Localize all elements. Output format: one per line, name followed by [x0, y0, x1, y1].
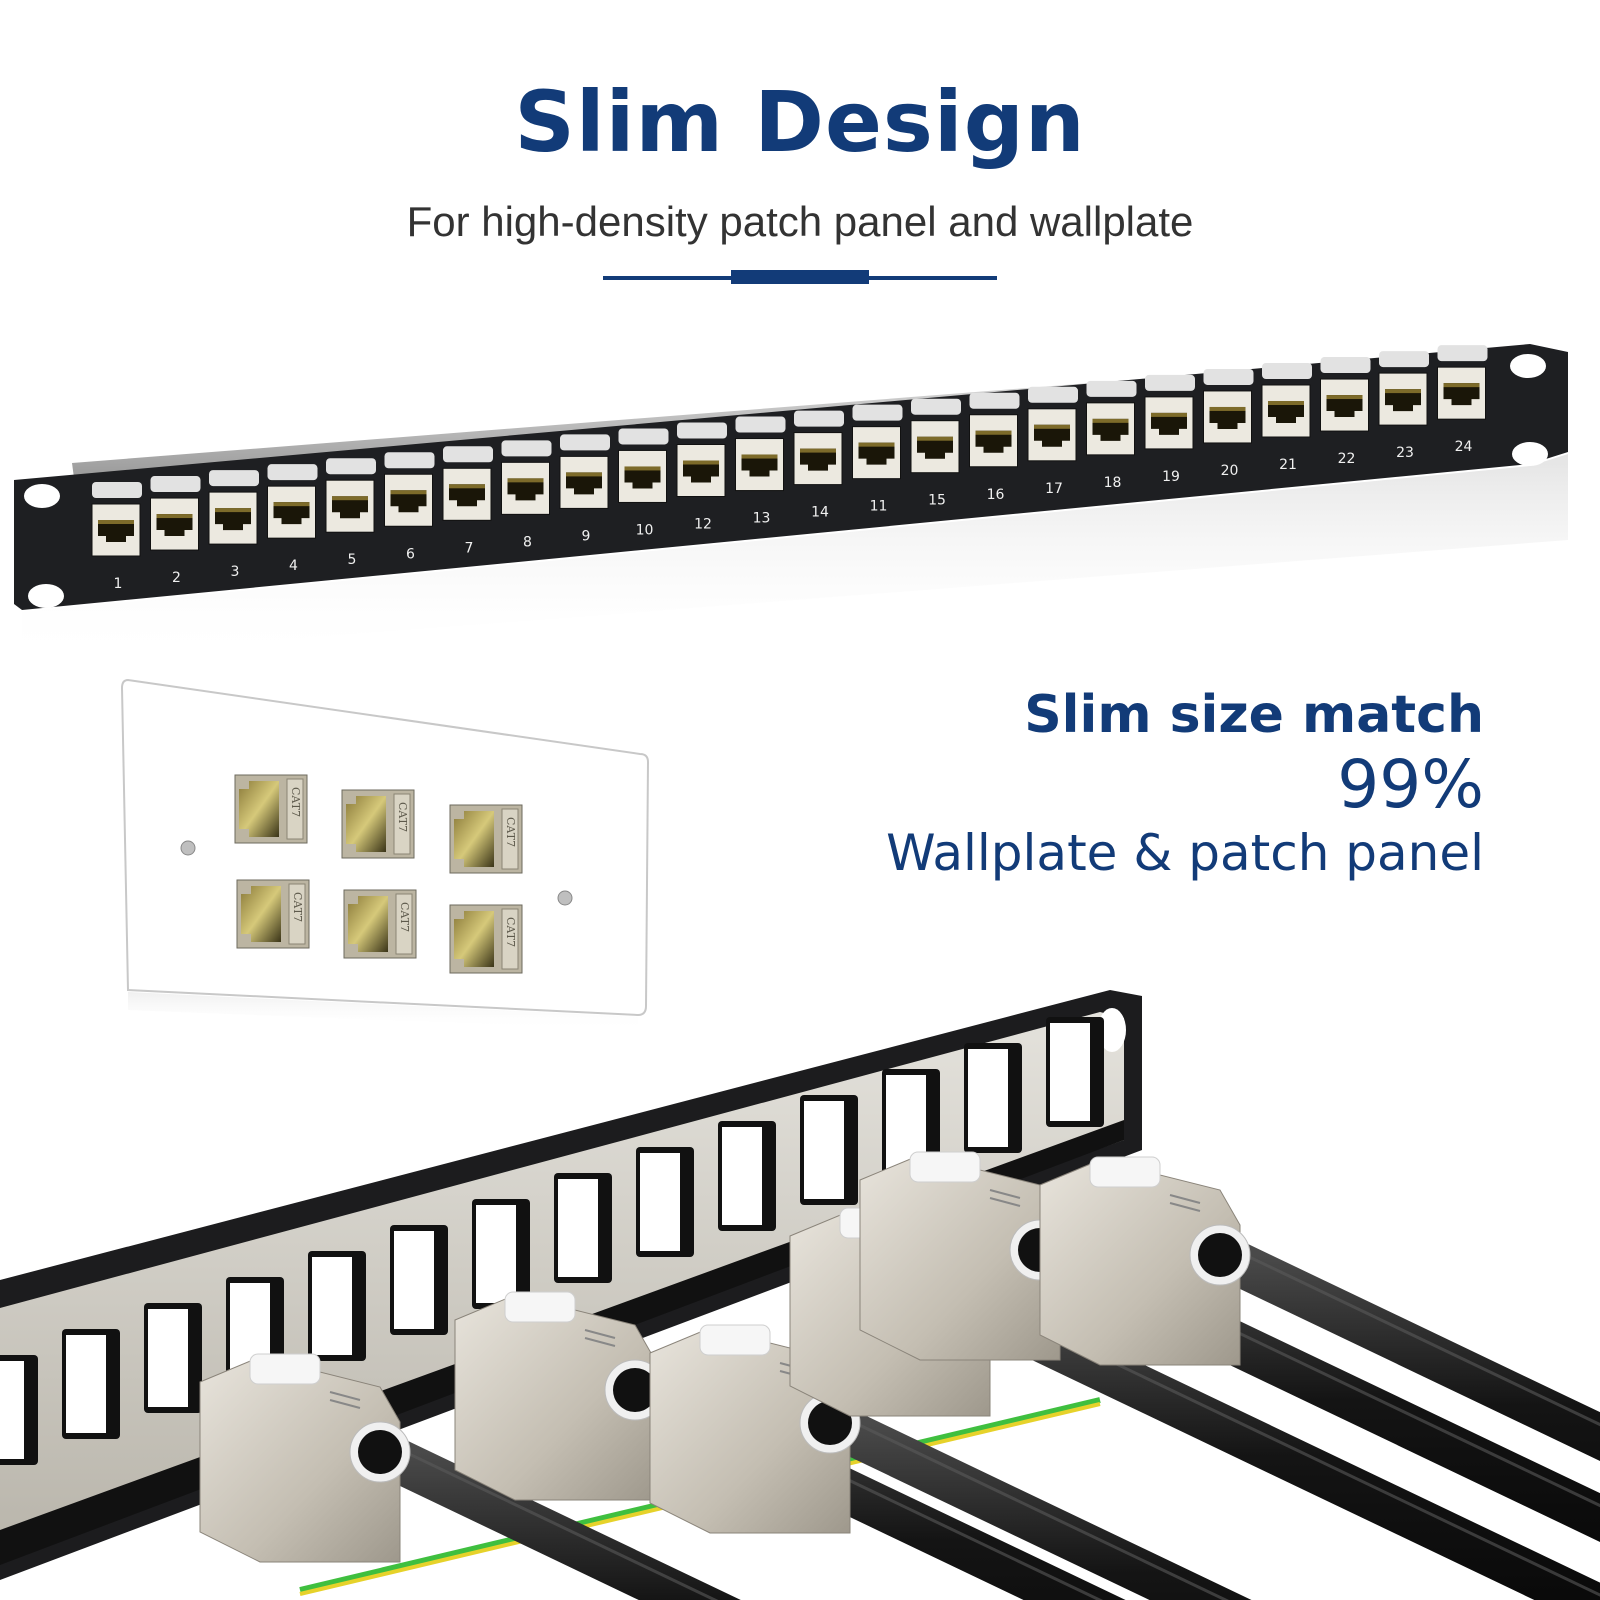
port-number-label: 1	[114, 576, 123, 592]
keystone-slot	[472, 1199, 530, 1309]
feature-heading: Slim size match	[1024, 685, 1484, 745]
patch-port: 22	[1320, 357, 1371, 467]
keystone-slot	[636, 1147, 694, 1257]
port-number-label: 12	[694, 517, 712, 533]
patch-port: 1	[91, 482, 142, 592]
patch-port: 3	[208, 470, 259, 580]
keystone-slot	[800, 1095, 858, 1205]
jack-cat7-label: CAT7	[291, 892, 304, 922]
patch-port: 20	[1203, 368, 1254, 479]
patch-port: 12	[676, 422, 727, 533]
port-number-label: 20	[1221, 463, 1239, 479]
patch-port: 23	[1378, 351, 1429, 461]
patch-port: 14	[793, 410, 844, 521]
wallplate-jack: CAT7	[234, 774, 308, 844]
keystone-slot	[308, 1251, 366, 1361]
port-number-label: 21	[1279, 457, 1297, 473]
keystone-slot	[0, 1355, 38, 1465]
patch-port: 11	[852, 404, 903, 515]
port-number-label: 2	[172, 570, 181, 586]
title-divider	[603, 270, 997, 286]
patch-port: 10	[618, 428, 669, 538]
port-number-label: 22	[1338, 451, 1356, 467]
page-title: Slim Design	[514, 73, 1086, 171]
keystone-slot	[390, 1225, 448, 1335]
port-number-label: 10	[636, 522, 654, 538]
port-number-label: 19	[1162, 469, 1180, 485]
keystone-slot	[718, 1121, 776, 1231]
shielded-cat7-connector	[1039, 1156, 1600, 1461]
port-number-label: 14	[811, 505, 829, 521]
port-number-label: 7	[465, 540, 474, 556]
port-number-label: 8	[523, 534, 532, 550]
patch-port: 8	[501, 440, 552, 550]
jack-cat7-label: CAT7	[504, 817, 517, 847]
port-number-label: 18	[1104, 475, 1122, 491]
patch-port: 7	[442, 446, 493, 556]
patch-port: 2	[150, 476, 201, 586]
keystone-panel-image	[0, 990, 1600, 1600]
patch-port: 15	[910, 398, 961, 509]
port-number-label: 9	[582, 528, 591, 544]
patch-port: 4	[267, 464, 318, 574]
port-number-label: 4	[289, 558, 298, 574]
port-number-label: 6	[406, 546, 415, 562]
port-number-label: 23	[1396, 445, 1414, 461]
port-number-label: 16	[987, 487, 1005, 503]
port-number-label: 5	[348, 552, 357, 568]
port-number-label: 15	[928, 493, 946, 509]
port-number-label: 11	[870, 499, 888, 515]
wallplate-jack: CAT7	[236, 879, 310, 949]
keystone-slot	[62, 1329, 120, 1439]
shielded-cat7-connector	[199, 1353, 741, 1600]
patch-port: 19	[1144, 374, 1195, 485]
port-number-label: 24	[1455, 439, 1473, 455]
jack-cat7-label: CAT7	[504, 917, 517, 947]
feature-callout: Slim size match 99% Wallplate & patch pa…	[886, 680, 1484, 886]
feature-percentage: 99%	[1337, 746, 1484, 823]
wallplate-jack: CAT7	[341, 789, 415, 859]
jack-cat7-label: CAT7	[398, 902, 411, 932]
page-subtitle: For high-density patch panel and wallpla…	[406, 198, 1194, 245]
feature-caption: Wallplate & patch panel	[886, 824, 1484, 882]
keystone-slot	[144, 1303, 202, 1413]
patch-port: 16	[969, 392, 1020, 503]
port-number-label: 3	[231, 564, 240, 580]
patch-port: 21	[1261, 363, 1312, 473]
patch-port: 24	[1437, 345, 1488, 455]
wallplate-jack: CAT7	[449, 904, 523, 974]
patch-port: 17	[1027, 386, 1078, 497]
port-number-label: 13	[753, 511, 771, 527]
patch-port: 9	[559, 434, 610, 544]
wallplate-jack: CAT7	[449, 804, 523, 874]
port-number-label: 17	[1045, 481, 1063, 497]
jack-cat7-label: CAT7	[289, 787, 302, 817]
divider-accent-bar	[731, 270, 869, 284]
keystone-slot	[964, 1043, 1022, 1153]
patch-port: 18	[1086, 380, 1137, 491]
jack-cat7-label: CAT7	[396, 802, 409, 832]
wallplate-jack: CAT7	[343, 889, 417, 959]
keystone-slot	[1046, 1017, 1104, 1127]
patch-port: 5	[325, 458, 376, 568]
keystone-panel-with-connectors	[0, 990, 1600, 1600]
patch-port: 6	[384, 452, 435, 562]
keystone-slot	[554, 1173, 612, 1283]
patch-port: 13	[735, 416, 786, 527]
